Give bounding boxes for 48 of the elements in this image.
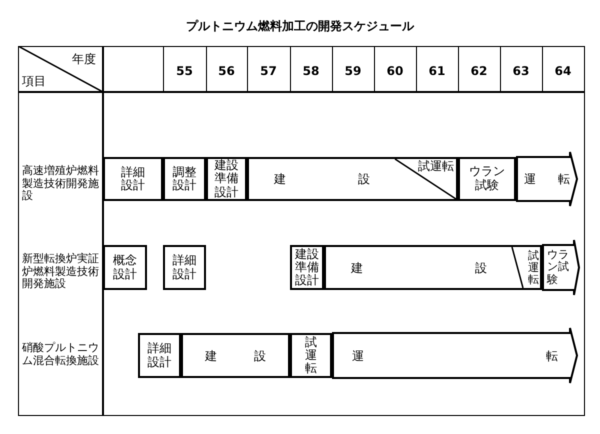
bar-label: 試運転 bbox=[305, 336, 317, 376]
row-label: 硝酸プルトニウム混合転換施設 bbox=[22, 342, 100, 368]
bar-label: 建設 bbox=[274, 171, 370, 188]
schedule-bar bbox=[247, 157, 458, 201]
bar-label: 試運転 bbox=[528, 250, 539, 286]
schedule-bar bbox=[103, 245, 147, 290]
row-label: 高速増殖炉燃料製造技術開発施設 bbox=[22, 165, 100, 203]
row-label: 新型転換炉実証炉燃料製造技術開発施設 bbox=[22, 253, 100, 291]
schedule-bar bbox=[206, 157, 247, 201]
bar-label: ウラン試験 bbox=[469, 165, 505, 193]
bar-label: 建設 bbox=[205, 348, 266, 364]
schedule-bar bbox=[163, 157, 206, 201]
year-label: 63 bbox=[512, 63, 530, 80]
bar-label: 運転 bbox=[524, 171, 570, 188]
schedule-bar bbox=[290, 333, 332, 378]
arrow-bar bbox=[542, 239, 580, 296]
bar-label: 詳細設計 bbox=[172, 254, 196, 281]
arrow-bar bbox=[332, 327, 578, 384]
bar-label: 調整設計 bbox=[172, 166, 196, 192]
bar-label: 概念設計 bbox=[113, 254, 137, 281]
bar-label: 建設 bbox=[351, 260, 487, 276]
schedule-bar bbox=[181, 333, 290, 378]
year-label: 60 bbox=[386, 63, 404, 80]
year-label: 61 bbox=[428, 63, 446, 80]
bar-label: 詳細設計 bbox=[148, 342, 172, 369]
header-label: 年度 bbox=[72, 51, 96, 68]
year-label: 59 bbox=[344, 63, 362, 80]
bar-label: 建設準備設計 bbox=[295, 248, 319, 288]
year-label: 57 bbox=[259, 63, 278, 80]
header-label: 項目 bbox=[22, 73, 46, 90]
schedule-bar bbox=[324, 245, 542, 290]
title: プルトニウム燃料加工の開発スケジュール bbox=[185, 18, 416, 35]
year-label: 55 bbox=[175, 63, 194, 80]
year-label: 58 bbox=[302, 63, 320, 80]
bar-label: ウラン試験 bbox=[547, 248, 569, 286]
schedule-bar bbox=[290, 245, 324, 290]
year-label: 56 bbox=[217, 63, 236, 80]
schedule-bar bbox=[103, 157, 163, 201]
bar-label: 運転 bbox=[352, 348, 558, 364]
schedule-bar bbox=[163, 245, 206, 290]
schedule-bar bbox=[458, 157, 516, 201]
bar-label: 試運転 bbox=[418, 160, 454, 172]
year-label: 64 bbox=[554, 63, 572, 80]
bar-label: 詳細設計 bbox=[121, 166, 145, 192]
bar-label: 建設準備設計 bbox=[214, 159, 238, 199]
arrow-bar bbox=[516, 151, 578, 207]
year-label: 62 bbox=[470, 63, 488, 80]
schedule-bar bbox=[138, 333, 181, 378]
